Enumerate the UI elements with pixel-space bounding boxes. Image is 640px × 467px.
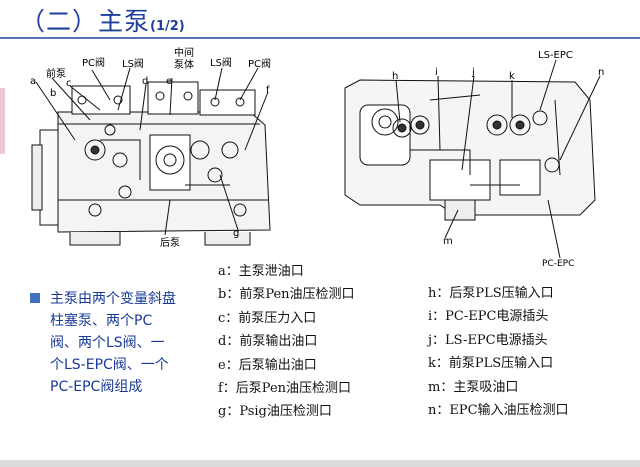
label-middle-body-1: 中间 — [174, 46, 194, 59]
legend-item-i: i：PC-EPC电源插头 — [428, 309, 549, 325]
legend-item-b: b：前泵Pen油压检测口 — [218, 287, 355, 303]
legend-item-e: e：后泵输出油口 — [218, 357, 317, 373]
label-k: k — [509, 71, 515, 82]
legend-right: h：后泵PLS压输入口 i：PC-EPC电源插头 j：LS-EPC电源插头 k：… — [428, 282, 569, 422]
label-f: f — [266, 85, 270, 96]
bullet-marker — [30, 293, 40, 303]
legend-item-f: f：后泵Pen油压检测口 — [218, 380, 352, 396]
legend-item-d: d：前泵输出油口 — [218, 334, 318, 350]
right-pump-drawing — [344, 59, 601, 259]
legend-item-n: n：EPC输入油压检测口 — [428, 402, 569, 418]
label-h: h — [392, 71, 398, 82]
legend-item-c: c：前泵压力入口 — [218, 310, 317, 326]
slide-title: （二）主泵(1/2) — [20, 2, 185, 38]
label-i: i — [435, 67, 438, 78]
label-pc-valve-1: PC阀 — [82, 56, 105, 69]
pump-diagram: a 前泵 b c PC阀 LS阀 d 中间 泵体 e LS阀 PC阀 f 后泵 … — [30, 46, 604, 269]
label-e: e — [166, 76, 172, 87]
legend-item-a: a：主泵泄油口 — [218, 264, 304, 279]
page-indicator: (1/2) — [150, 19, 185, 34]
label-ls-valve-1: LS阀 — [122, 57, 144, 70]
legend-item-h: h：后泵PLS压输入口 — [428, 286, 554, 301]
legend-item-g: g：Psig油压检测口 — [218, 404, 332, 420]
legend-item-m: m：主泵吸油口 — [428, 379, 519, 395]
label-rear-pump: 后泵 — [160, 237, 180, 249]
title-text: （二）主泵 — [20, 7, 151, 36]
title-divider — [0, 37, 640, 39]
label-front-pump: 前泵 — [46, 67, 66, 80]
accent-strip — [0, 88, 5, 154]
label-ls-valve-2: LS阀 — [210, 56, 232, 69]
label-ls-epc: LS-EPC — [538, 50, 573, 61]
legend-left: a：主泵泄油口 b：前泵Pen油压检测口 c：前泵压力入口 d：前泵输出油口 e… — [218, 260, 355, 424]
bottom-bar — [0, 460, 640, 467]
label-a: a — [30, 76, 36, 87]
label-m: m — [443, 236, 453, 247]
label-c: c — [66, 78, 72, 89]
label-g: g — [233, 228, 239, 239]
label-b: b — [50, 88, 56, 99]
label-n: n — [598, 67, 604, 78]
left-pump-drawing — [31, 67, 271, 246]
label-pc-valve-2: PC阀 — [248, 57, 271, 70]
bullet-text: 主泵由两个变量斜盘柱塞泵、两个PC阀、两个LS阀、一个LS-EPC阀、一个PC-… — [50, 291, 176, 395]
label-pc-epc: PC-EPC — [542, 259, 574, 269]
label-middle-body-2: 泵体 — [174, 59, 194, 71]
label-d: d — [142, 76, 148, 87]
label-j: j — [471, 67, 475, 78]
legend-item-j: j：LS-EPC电源插头 — [428, 332, 548, 348]
legend-item-k: k：前泵PLS压输入口 — [428, 356, 554, 372]
